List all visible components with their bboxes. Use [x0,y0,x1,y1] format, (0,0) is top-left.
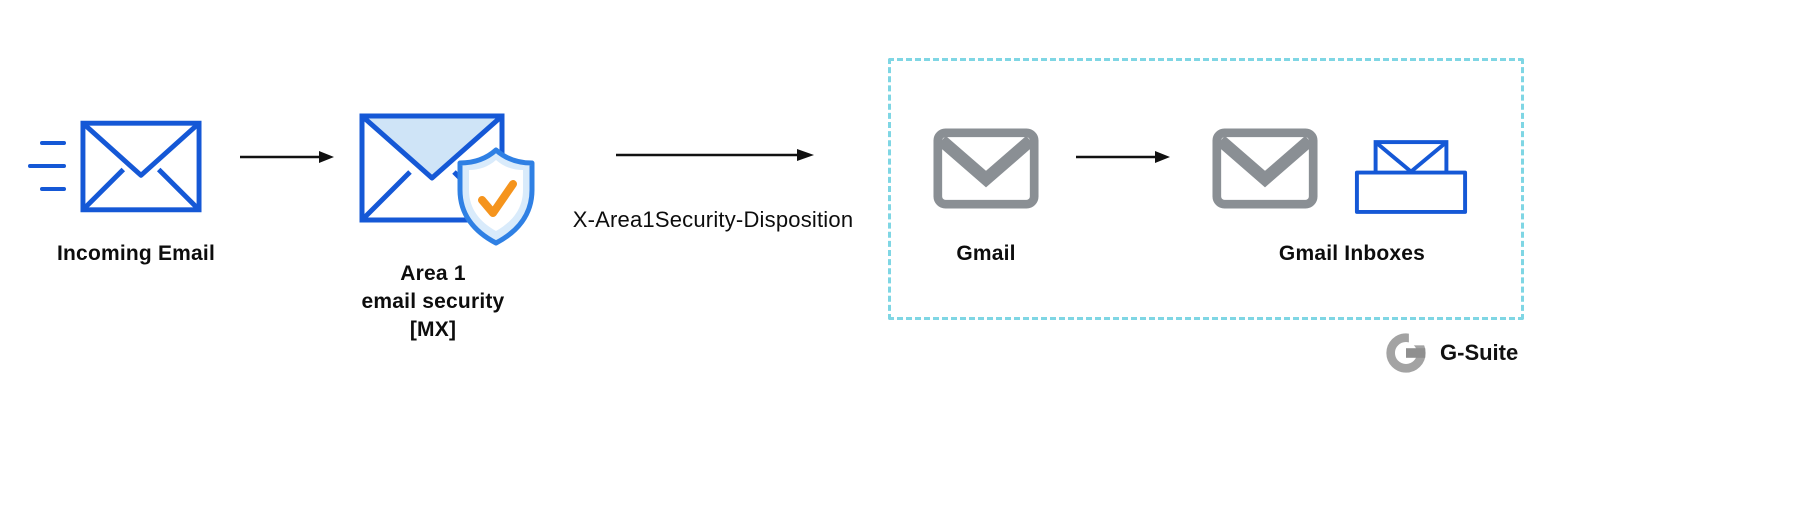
gmail-envelope-icon [1212,128,1318,214]
gmail-inboxes-label: Gmail Inboxes [1278,242,1426,265]
speed-line-icon [28,164,66,168]
incoming-envelope-icon [80,120,202,218]
gmail-label: Gmail [956,242,1016,265]
gmail-envelope-icon [933,128,1039,214]
disposition-header-label: X-Area1Security-Disposition [572,207,854,232]
gsuite-group-box [888,58,1524,320]
area1-label-line2: email security [361,290,505,313]
arrow-area1-to-gmail [616,145,814,170]
arrow-gmail-to-inboxes [1076,147,1170,172]
speed-line-icon [40,187,66,191]
arrow-incoming-to-area1 [240,147,334,172]
inbox-envelope-icon [1352,138,1470,222]
g-suite-logo-icon [1383,330,1429,376]
gsuite-branding: G-Suite [1383,330,1518,376]
g-suite-label: G-Suite [1440,340,1519,365]
incoming-email-label: Incoming Email [57,242,215,265]
area1-label: Area 1 email security [MX] [362,260,505,344]
speed-line-icon [40,141,66,145]
envelope-shield-check-icon [358,112,538,253]
area1-label-line3: [MX] [409,318,457,341]
area1-label-line1: Area 1 [400,262,466,285]
